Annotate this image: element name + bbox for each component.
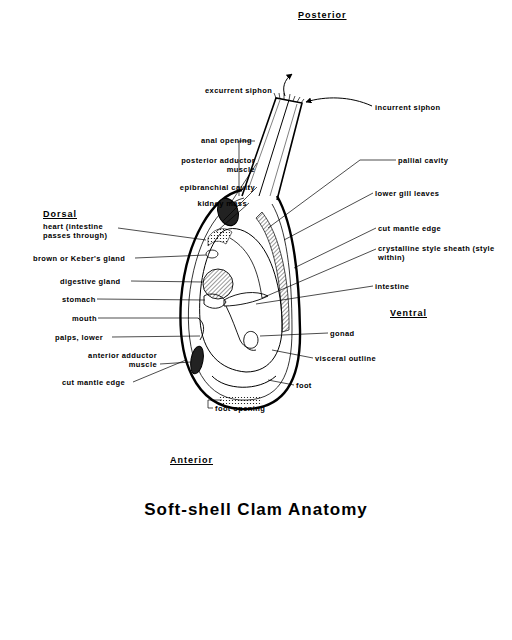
part-label: epibranchial cavity — [155, 183, 255, 192]
kidney-mass — [208, 229, 232, 246]
orientation-label: Posterior — [298, 10, 368, 21]
part-label: anal opening — [188, 136, 252, 145]
orientation-label: Ventral — [390, 308, 460, 319]
part-label: stomach — [62, 295, 142, 304]
part-label: intestine — [375, 282, 455, 291]
leader-line — [112, 336, 200, 337]
orientation-label: Dorsal — [43, 209, 103, 220]
leader-line — [260, 333, 328, 336]
leader-line — [97, 299, 205, 300]
diagram-title: Soft-shell Clam Anatomy — [0, 500, 512, 520]
part-label: palps, lower — [55, 333, 145, 342]
leader-line — [118, 228, 206, 240]
stomach — [204, 294, 226, 308]
foot — [212, 376, 276, 387]
part-label: brown or Keber's gland — [33, 254, 153, 263]
siphon-tentacles — [274, 93, 304, 103]
part-label: crystalline style sheath (style within) — [378, 244, 496, 262]
part-label: anterior adductor muscle — [75, 351, 157, 369]
leader-line — [98, 318, 198, 319]
part-label: cut mantle edge — [62, 378, 162, 387]
anterior-adductor — [189, 345, 206, 375]
intestine — [226, 306, 258, 350]
part-label: visceral outline — [315, 354, 415, 363]
part-label: heart (intestine passes through) — [43, 222, 123, 240]
clam-body — [180, 93, 304, 409]
siphon-inner-line — [248, 100, 297, 196]
intestine-upper — [230, 238, 262, 298]
keber-gland — [206, 250, 218, 258]
shell-outline — [180, 190, 300, 409]
part-label: foot opening — [215, 404, 315, 413]
part-label: excurrent siphon — [205, 86, 305, 95]
leader-line — [294, 228, 376, 268]
part-label: foot — [296, 381, 336, 390]
visceral-outline — [200, 229, 283, 372]
leader-line — [262, 249, 376, 298]
part-label: incurrent siphon — [375, 103, 475, 112]
part-label: gonad — [330, 329, 390, 338]
part-label: digestive gland — [60, 277, 160, 286]
part-label: cut mantle edge — [378, 224, 478, 233]
orientation-label: Anterior — [170, 455, 250, 466]
gill-leaves — [256, 212, 289, 332]
leader-line — [160, 362, 191, 364]
leader-line — [268, 380, 294, 385]
part-label: kidney mass — [175, 199, 247, 208]
leader-line — [135, 255, 206, 258]
part-label: posterior adductor muscle — [169, 156, 255, 174]
part-label: mouth — [72, 314, 132, 323]
leader-line — [272, 350, 313, 358]
palps — [198, 318, 204, 340]
excurrent-arrow — [284, 74, 292, 96]
foot-opening — [218, 396, 262, 404]
mantle-edge — [188, 198, 292, 400]
leader-line — [256, 286, 373, 304]
part-label: pallial cavity — [398, 156, 488, 165]
incurrent-arrow — [306, 98, 372, 106]
leader-line — [131, 281, 203, 282]
part-label: lower gill leaves — [375, 189, 475, 198]
leader-line — [284, 193, 373, 240]
